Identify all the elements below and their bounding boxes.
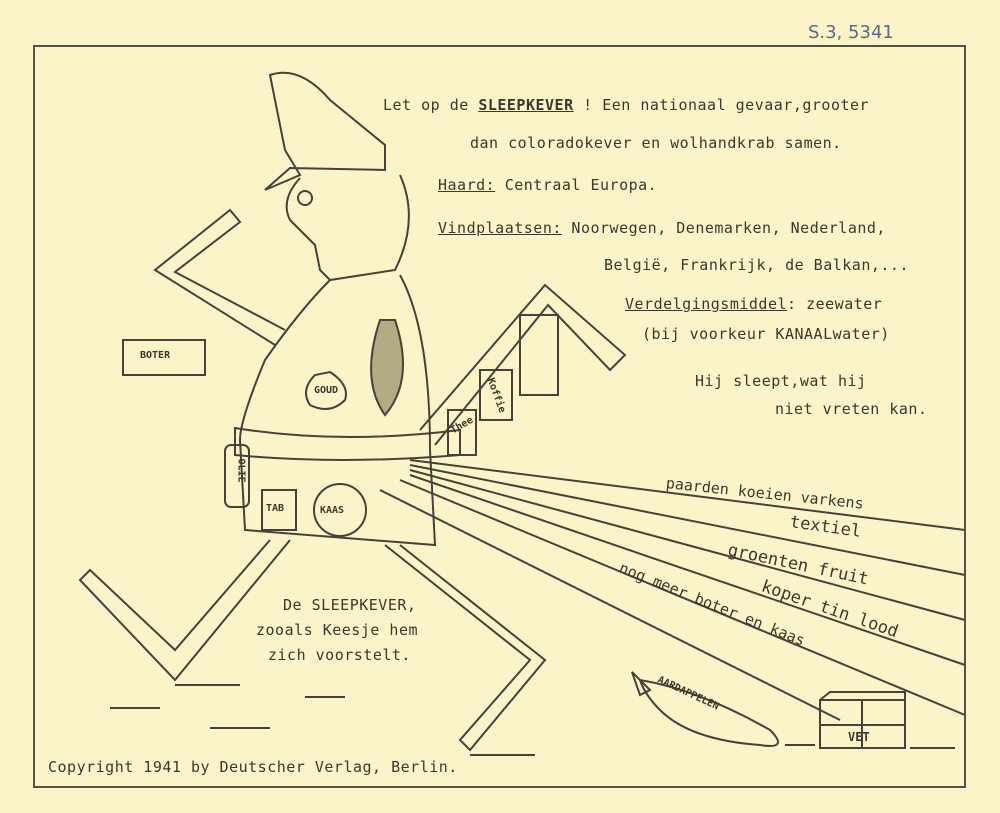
copyright: Copyright 1941 by Deutscher Verlag, Berl… (48, 758, 458, 776)
vindplaatsen-line2: België, Frankrijk, de Balkan,... (604, 256, 909, 274)
drag-ropes (379, 459, 966, 721)
heading-suffix: ! Een nationaal gevaar,grooter (573, 96, 870, 114)
left-leg (78, 539, 291, 682)
verdelging-line2: (bij voorkeur KANAALwater) (642, 325, 890, 343)
caption-line3: zich voorstelt. (268, 646, 411, 664)
heading-highlight: SLEEPKEVER (478, 96, 574, 114)
vindplaatsen-value: Noorwegen, Denemarken, Nederland, (561, 219, 886, 237)
tabak-label: TAB (266, 503, 285, 514)
haard-value: Centraal Europa. (495, 176, 658, 194)
verdelging-label: Verdelgingsmiddel (625, 295, 788, 313)
vindplaatsen-line: Vindplaatsen: Noorwegen, Denemarken, Ned… (438, 219, 886, 237)
caption-line2: zooals Keesje hem (256, 621, 419, 639)
officer-cap (264, 71, 386, 191)
potato-sack (638, 678, 779, 747)
goud-label: GOUD (314, 385, 339, 396)
olie-label: OLIE (235, 458, 247, 483)
vet-label: VET (848, 730, 870, 744)
heading-prefix: Let op de (383, 96, 479, 114)
haard-line: Haard: Centraal Europa. (438, 176, 657, 194)
right-leg (384, 544, 547, 752)
boter-label: BOTER (140, 350, 171, 361)
verdelging-line: Verdelgingsmiddel: zeewater (625, 295, 882, 313)
heading-line2: dan coloradokever en wolhandkrab samen. (470, 134, 842, 152)
head (285, 174, 410, 282)
motto-line2: niet vreten kan. (775, 400, 928, 418)
left-arm (153, 208, 286, 346)
archive-mark: S.3, 5341 (808, 22, 894, 43)
leaflet-border (33, 45, 966, 788)
right-arm (419, 283, 627, 446)
vindplaatsen-label: Vindplaatsen: (438, 219, 562, 237)
body (238, 274, 437, 547)
heading-line1: Let op de SLEEPKEVER ! Een nationaal gev… (383, 96, 869, 114)
verdelging-value: : zeewater (787, 295, 883, 313)
haard-label: Haard: (438, 176, 496, 194)
motto-line1: Hij sleept,wat hij (695, 372, 867, 390)
kaas-label: KAAS (320, 505, 345, 516)
caption-line1: De SLEEPKEVER, (283, 596, 417, 614)
